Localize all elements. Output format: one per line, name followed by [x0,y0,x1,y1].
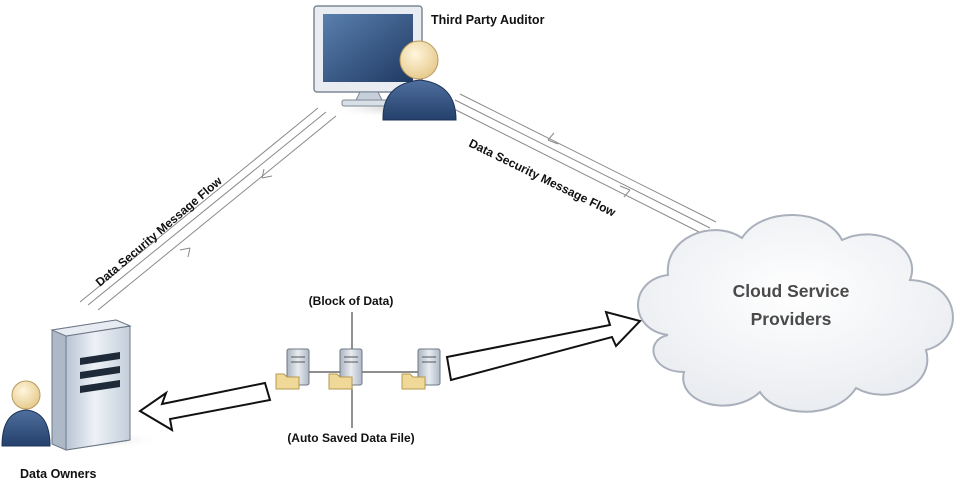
arrow-to-cloud [445,310,642,382]
cloud-label-line2: Providers [751,309,832,329]
auto-saved-label: (Auto Saved Data File) [287,431,414,445]
small-server-with-folder-icon [401,348,441,390]
owners-label: Data Owners [20,467,96,481]
small-server-with-folder-icon [275,348,310,390]
flow-lines-left [79,107,337,311]
auditor-node: Third Party Auditor [313,5,545,121]
block-label: (Block of Data) [309,294,394,308]
data-block-server-2 [328,348,363,390]
flow-lines-right [451,93,717,236]
cloud-node: Cloud Service Providers [637,214,954,413]
monitor-with-user-icon [313,5,463,121]
data-block-server-1 [275,348,310,390]
flow-label-left: Data Security Message Flow [93,173,225,289]
data-block-server-3 [401,348,441,390]
flow-label-right: Data Security Message Flow [467,136,619,220]
auditor-label: Third Party Auditor [431,13,545,27]
cloud-icon [637,214,954,413]
arrow-to-owners [138,381,272,432]
small-server-with-folder-icon [328,348,363,390]
cloud-label-line1: Cloud Service [733,281,850,301]
owners-node: Data Owners [1,319,162,481]
server-tower-with-user-icon [1,319,162,451]
